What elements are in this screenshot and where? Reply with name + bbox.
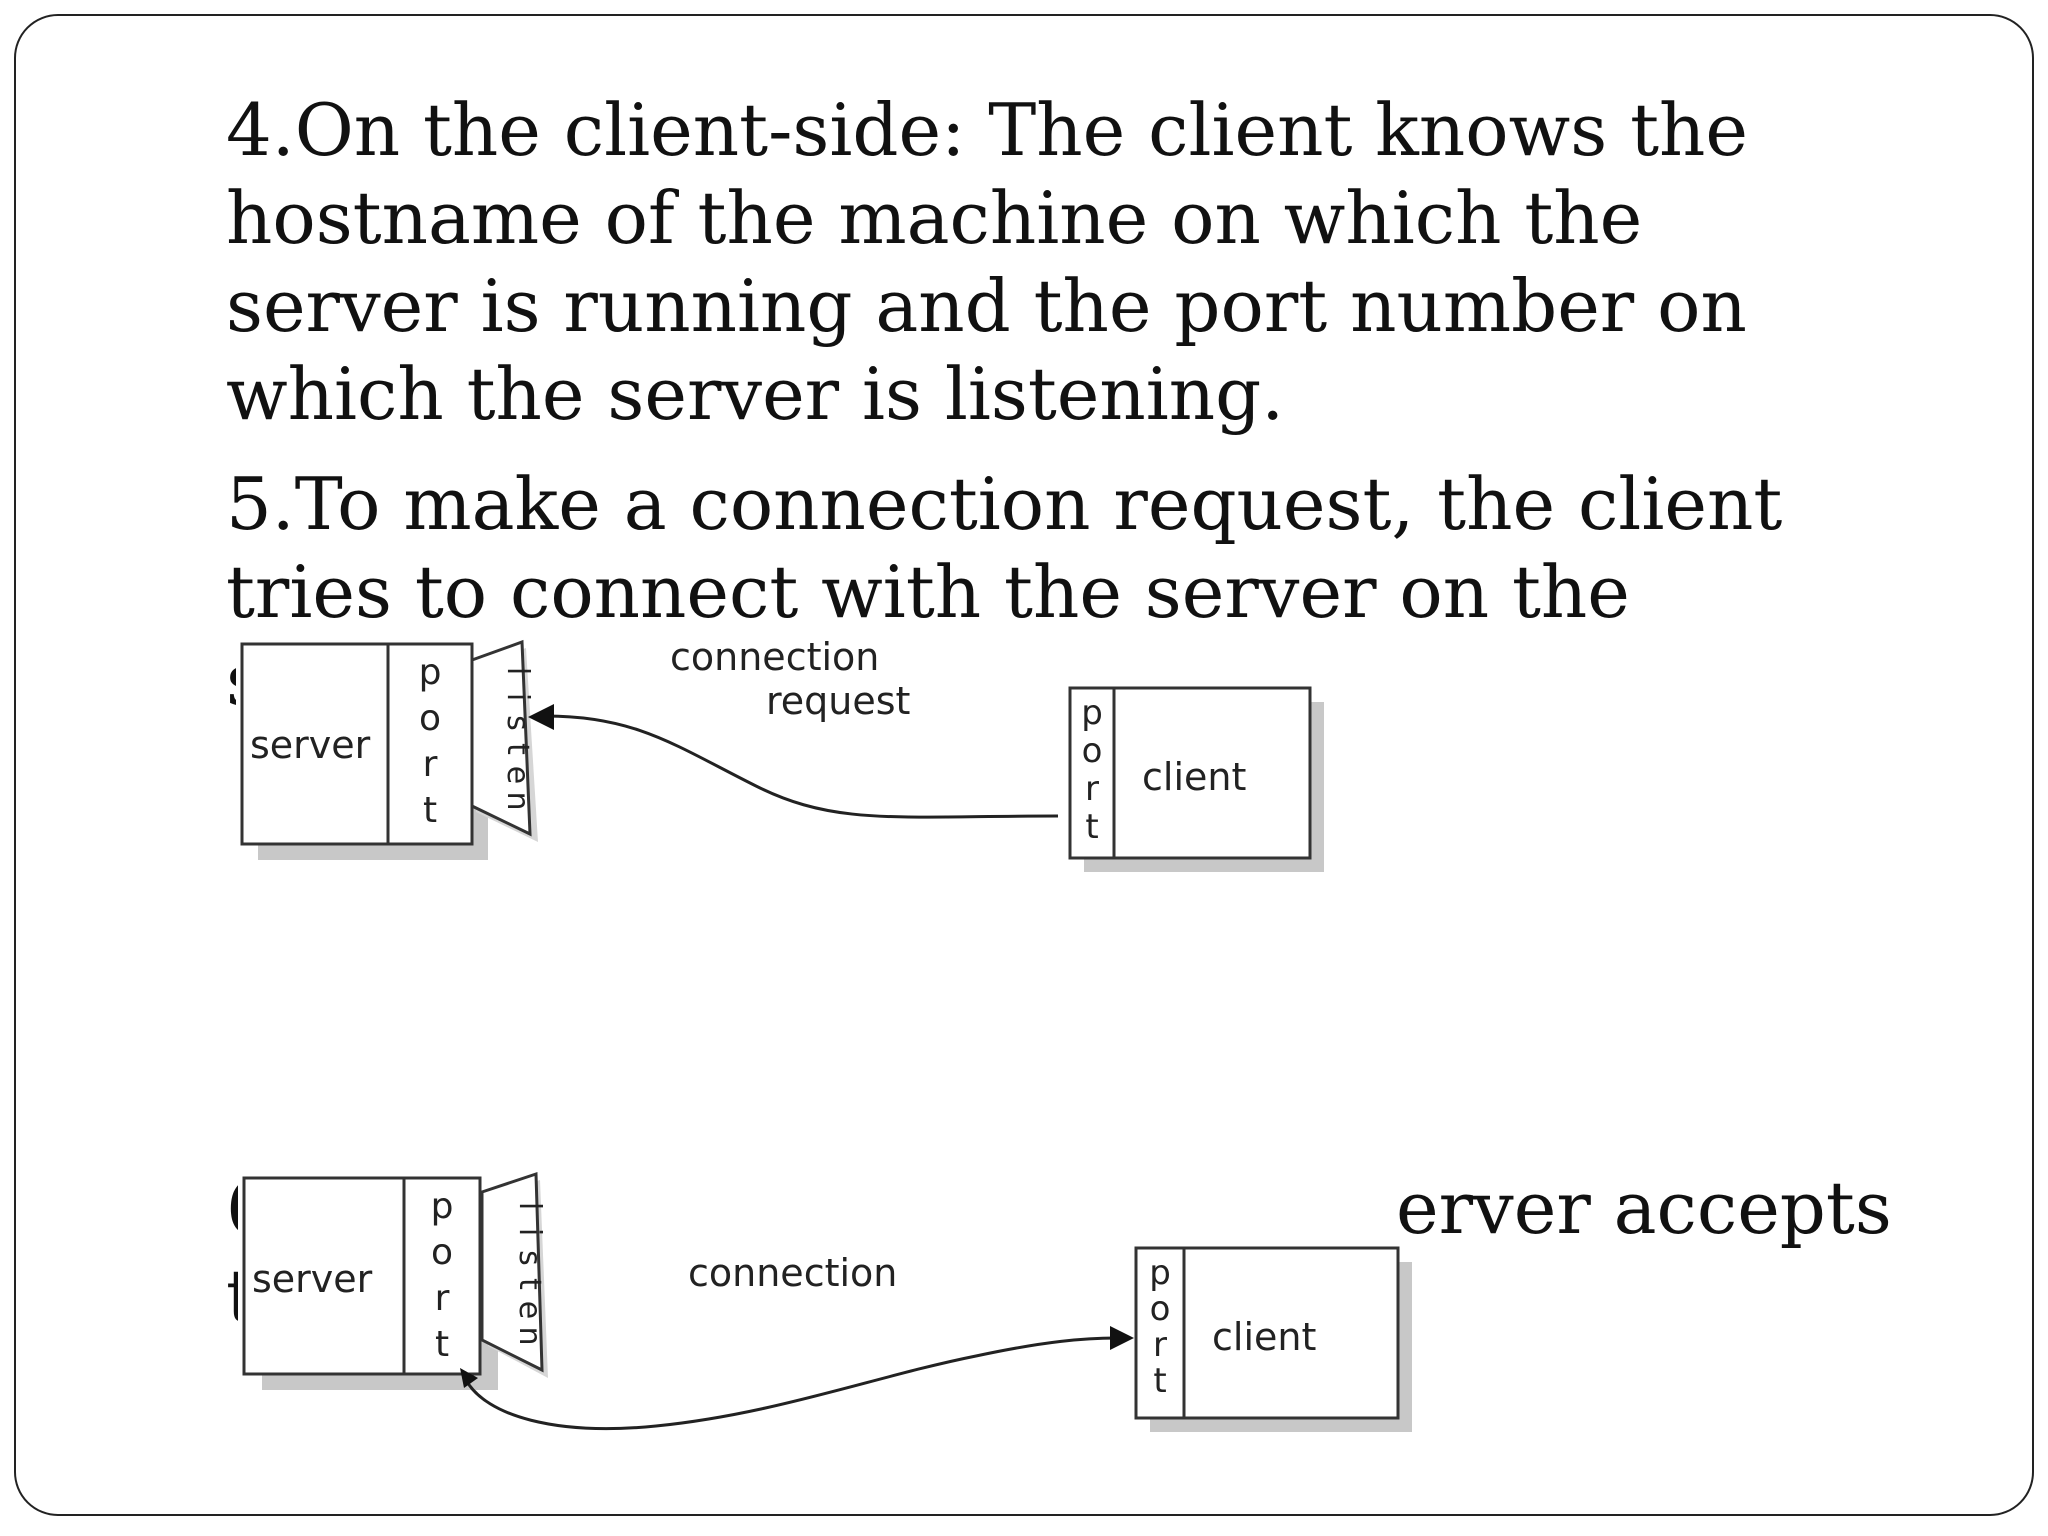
listen-label: l i s t e n [512, 1202, 547, 1346]
server-port-letter-t: t [435, 1324, 449, 1365]
server-box [242, 1176, 482, 1376]
client-box [1134, 1246, 1400, 1420]
connection-curve [464, 1336, 1117, 1431]
client-port-letter-t: t [1085, 807, 1098, 847]
server-port-letter-t: t [423, 790, 437, 831]
paragraph-6-fragment-end: erver accepts [1396, 1166, 1892, 1250]
client-box [1068, 686, 1312, 860]
listen-letter-t: t [500, 743, 535, 755]
client-server-diagrams: server p o r t l i s t e n connection re… [236, 635, 1412, 1474]
diagram-connection-established: server p o r t l i s t e n connection [238, 1171, 1412, 1474]
listen-letter-e: e [500, 766, 535, 784]
server-box [240, 642, 474, 846]
connection-label: connection [688, 1251, 897, 1295]
listen-letter-t: t [512, 1278, 547, 1290]
paragraph-4: 4.On the client-side: The client knows t… [226, 86, 1748, 438]
listen-label: l i s t e n [500, 667, 535, 811]
client-port-letter-o: o [1150, 1289, 1171, 1329]
server-port-letter-r: r [423, 744, 438, 785]
paragraph-5-line-1: 5.To make a connection request, the clie… [226, 462, 1783, 546]
client-port-letter-p: p [1081, 693, 1103, 733]
listen-letter-i: i [500, 693, 535, 701]
server-port-letter-p: p [431, 1186, 454, 1227]
client-port-letter-r: r [1153, 1325, 1167, 1365]
connection-arrowhead-server [460, 1368, 478, 1388]
connection-arrowhead-client [1110, 1326, 1134, 1350]
listen-trapezoid [480, 1171, 544, 1373]
listen-trapezoid [470, 639, 532, 837]
connection-request-label-line1: connection [670, 635, 879, 679]
paragraph-4-line-1: 4.On the client-side: The client knows t… [226, 88, 1749, 172]
listen-letter-l: l [512, 1202, 547, 1210]
client-port-letter-t: t [1153, 1361, 1166, 1401]
slide-frame: 4.On the client-side: The client knows t… [14, 14, 2034, 1516]
server-port-letter-r: r [435, 1278, 450, 1319]
diagram-connection-request: server p o r t l i s t e n connection re… [236, 635, 1356, 896]
listen-letter-s: s [500, 715, 535, 731]
listen-letter-i: i [512, 1228, 547, 1236]
request-arrowhead [528, 704, 554, 730]
client-label: client [1212, 1315, 1316, 1359]
client-label: client [1142, 755, 1246, 799]
listen-letter-e: e [512, 1301, 547, 1319]
server-label: server [250, 723, 371, 767]
client-port-letter-o: o [1082, 731, 1103, 771]
listen-letter-s: s [512, 1250, 547, 1266]
server-port-letter-o: o [431, 1232, 453, 1273]
paragraph-5-line-2: tries to connect with the server on the [226, 550, 1630, 634]
paragraph-4-line-4: which the server is listening. [226, 352, 1285, 436]
listen-letter-n: n [512, 1326, 547, 1345]
listen-letter-n: n [500, 791, 535, 810]
request-curve [545, 714, 1059, 819]
connection-request-label-line2: request [766, 679, 910, 723]
paragraph-4-line-2: hostname of the machine on which the [226, 176, 1643, 260]
client-port-letter-r: r [1085, 769, 1099, 809]
client-port-letter-p: p [1149, 1253, 1171, 1293]
paragraph-4-line-3: server is running and the port number on [226, 264, 1747, 348]
server-port-letter-p: p [419, 652, 442, 693]
paragraph-5: 5.To make a connection request, the clie… [226, 460, 1782, 724]
server-port-letter-o: o [419, 698, 441, 739]
server-label: server [252, 1257, 373, 1301]
listen-letter-l: l [500, 667, 535, 675]
